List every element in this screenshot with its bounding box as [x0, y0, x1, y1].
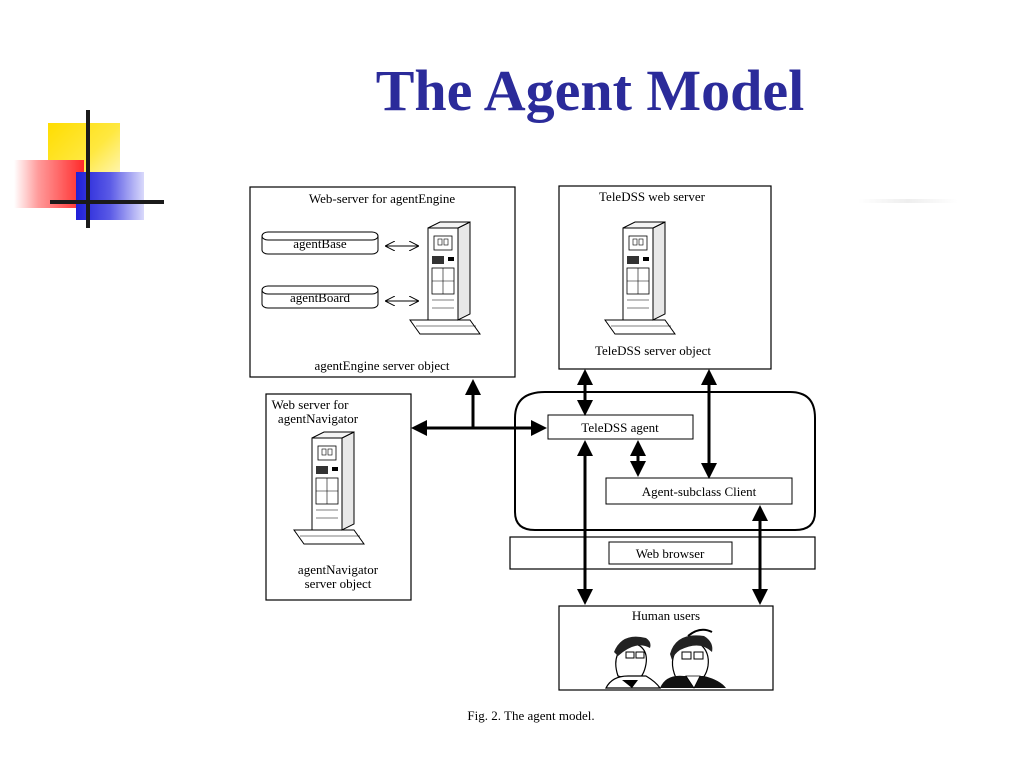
agentboard-label: agentBoard: [290, 290, 350, 305]
teledss-box-caption: TeleDSS server object: [595, 343, 711, 358]
decorative-squares: [0, 0, 180, 240]
agentbase-database-icon: agentBase: [261, 231, 379, 255]
human-users-box: Human users: [558, 605, 774, 691]
human-users-title: Human users: [632, 608, 700, 623]
navigator-caption-line2: server object: [305, 576, 372, 591]
agent-navigator-box: Web server for agentNavigator agentNavig…: [265, 393, 412, 601]
faint-line: [858, 199, 958, 203]
engine-box-title: Web-server for agentEngine: [309, 191, 455, 206]
navigator-title-line2: agentNavigator: [278, 411, 359, 426]
vertical-line: [86, 110, 90, 228]
connection-arrows: [411, 369, 768, 605]
agentboard-database-icon: agentBoard: [261, 285, 379, 309]
teledss-server-box: TeleDSS web server TeleDSS server object: [558, 185, 772, 370]
engine-box-caption: agentEngine server object: [315, 358, 450, 373]
human-users-illustration: [605, 628, 726, 689]
web-browser-label: Web browser: [636, 546, 705, 561]
horizontal-line: [50, 200, 164, 204]
client-monitor: TeleDSS agent Agent-subclass Client Web …: [509, 391, 816, 570]
agentbase-label: agentBase: [293, 236, 347, 251]
teledss-box-title: TeleDSS web server: [599, 189, 706, 204]
navigator-caption-line1: agentNavigator: [298, 562, 379, 577]
figure-caption: Fig. 2. The agent model.: [467, 708, 594, 723]
slide-title: The Agent Model: [375, 58, 805, 123]
teledss-agent-label: TeleDSS agent: [581, 420, 659, 435]
agent-engine-box: Web-server for agentEngine agentBase age…: [249, 186, 516, 378]
navigator-title-line1: Web server for: [272, 397, 350, 412]
agent-subclass-client-label: Agent-subclass Client: [642, 484, 757, 499]
